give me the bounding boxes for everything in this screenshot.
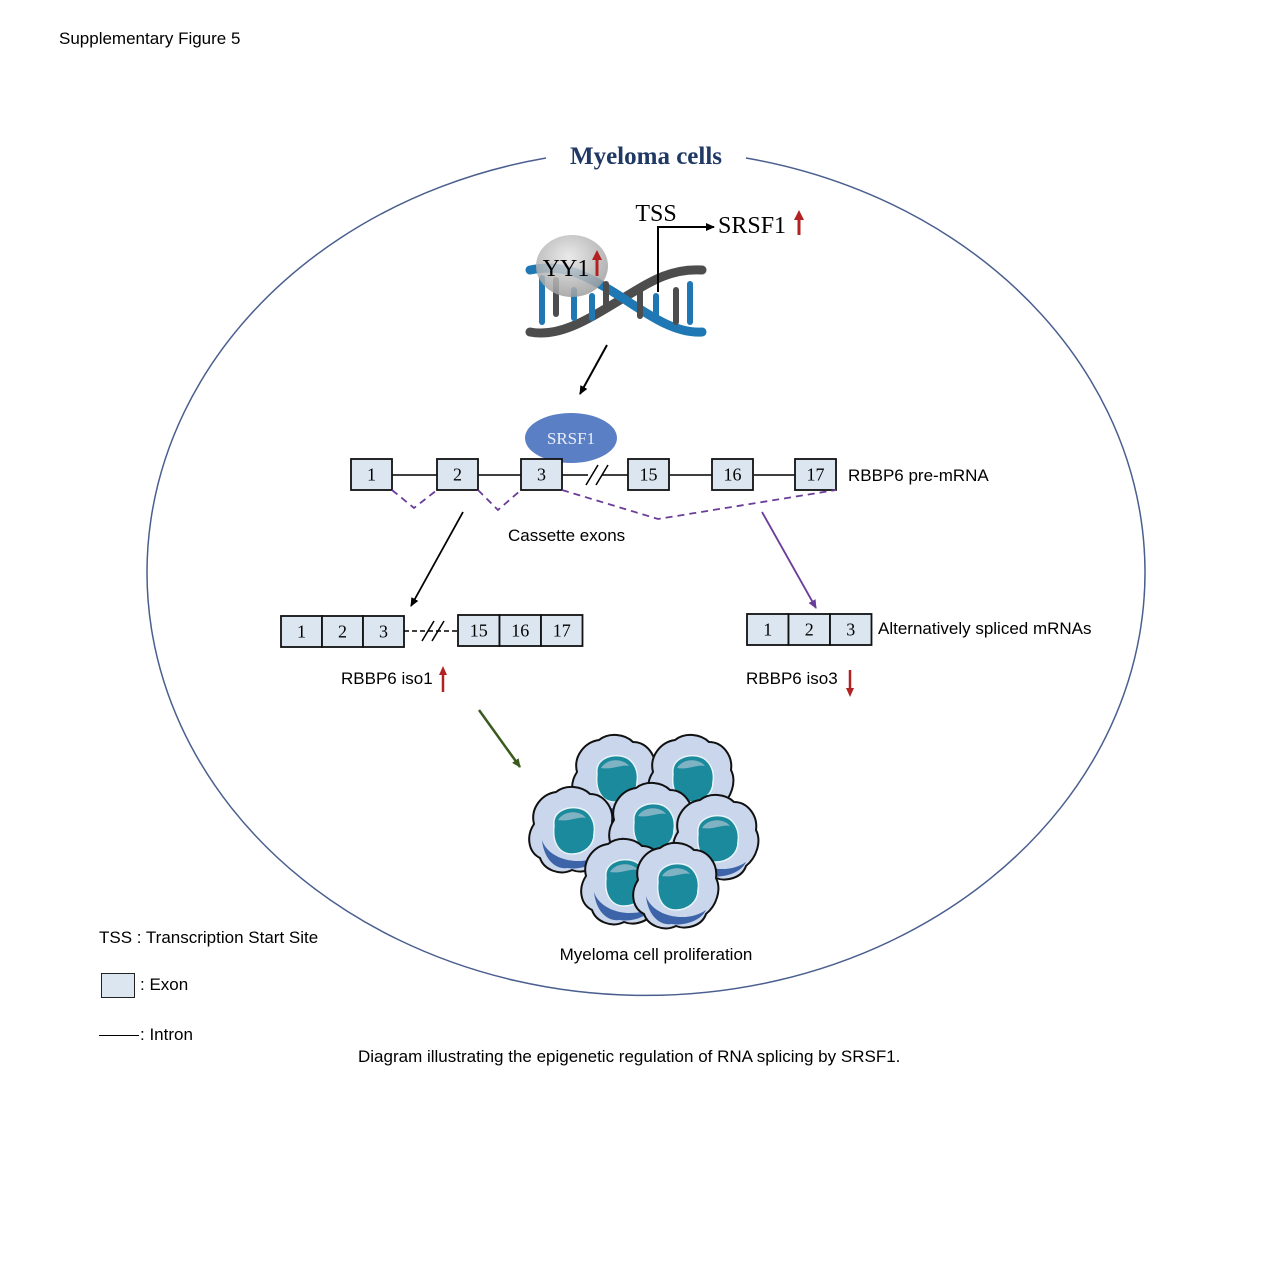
figure-caption: Diagram illustrating the epigenetic regu… <box>358 1047 901 1066</box>
iso1-exon: 17 <box>540 614 584 647</box>
proliferation-label: Myeloma cell proliferation <box>560 945 753 964</box>
pre-mrna <box>392 464 795 486</box>
iso1-junction <box>404 620 458 642</box>
iso3-exon: 2 <box>787 613 831 646</box>
exon-box <box>711 458 754 491</box>
iso3-arrow <box>761 511 817 609</box>
exon-box <box>746 613 790 646</box>
exon-number: 3 <box>379 622 388 642</box>
exon-number: 16 <box>724 465 742 485</box>
exon-number: 1 <box>297 622 306 642</box>
iso1-arrow <box>410 511 464 607</box>
iso1-exon: 3 <box>362 615 405 648</box>
yy1-up-arrow-icon <box>592 250 602 276</box>
exon-number: 17 <box>807 465 825 485</box>
tss-label: TSS <box>635 201 676 227</box>
pre-mrna-exon: 1 <box>350 458 393 491</box>
exon-number: 3 <box>537 465 546 485</box>
yy1-protein <box>536 235 608 297</box>
exon-box <box>540 614 584 647</box>
legend-intron-label: : Intron <box>140 1025 193 1044</box>
exon-number: 2 <box>338 622 347 642</box>
srsf1-gene-label: SRSF1 <box>718 213 786 239</box>
exon-number: 2 <box>805 620 814 640</box>
legend-exon-swatch <box>101 973 135 998</box>
exon-number: 1 <box>367 465 376 485</box>
exon-box <box>829 613 873 646</box>
transcription-arrow <box>579 344 608 395</box>
legend-exon-label: : Exon <box>140 975 189 994</box>
pre-mrna-exon: 15 <box>627 458 670 491</box>
pre-mrna-exon: 2 <box>436 458 479 491</box>
exon-number: 16 <box>511 621 529 641</box>
myeloma-cell-icon <box>632 841 720 930</box>
diagram-title: Myeloma cells <box>570 143 722 170</box>
iso3-exon: 3 <box>829 613 873 646</box>
exon-box <box>457 614 501 647</box>
exon-number: 3 <box>846 620 855 640</box>
pre-mrna-label: RBBP6 pre-mRNA <box>848 466 989 485</box>
iso1-exon: 2 <box>321 615 364 648</box>
iso1-exon: 15 <box>457 614 501 647</box>
alt-spliced-label: Alternatively spliced mRNAs <box>878 619 1092 638</box>
exon-box <box>794 458 837 491</box>
srsf1-up-arrow-icon <box>794 210 804 235</box>
legend-intron-swatch <box>99 1035 139 1036</box>
exon-number: 1 <box>763 620 772 640</box>
iso3-exon: 1 <box>746 613 790 646</box>
exon-number: 15 <box>470 621 488 641</box>
iso3-label: RBBP6 iso3 <box>746 669 838 688</box>
cell-boundary-ellipse <box>146 157 1146 997</box>
cassette-exons-label: Cassette exons <box>508 526 625 545</box>
iso1-exon: 16 <box>498 614 542 647</box>
exon-number: 2 <box>453 465 462 485</box>
splice-junctions <box>391 489 837 520</box>
figure-label: Supplementary Figure 5 <box>59 29 241 48</box>
exon-box <box>321 615 364 648</box>
pre-mrna-exon: 3 <box>520 458 563 491</box>
legend-tss: TSS : Transcription Start Site <box>99 928 319 947</box>
pre-mrna-exon: 16 <box>711 458 754 491</box>
yy1-label: YY1 <box>543 256 590 282</box>
exon-number: 17 <box>553 621 571 641</box>
exon-box <box>350 458 393 491</box>
myeloma-cells-cluster-icon <box>528 733 760 930</box>
srsf1-protein-label: SRSF1 <box>547 429 595 448</box>
exon-box <box>627 458 670 491</box>
srsf1-protein <box>525 413 617 463</box>
exon-box <box>436 458 479 491</box>
tss-arrow <box>657 223 715 292</box>
exon-box <box>362 615 405 648</box>
exon-box <box>498 614 542 647</box>
iso1-exon: 1 <box>280 615 323 648</box>
exon-box <box>520 458 563 491</box>
pre-mrna-exon: 17 <box>794 458 837 491</box>
iso1-label: RBBP6 iso1 <box>341 669 433 688</box>
iso3-down-arrow-icon <box>846 670 854 697</box>
exon-number: 15 <box>640 465 658 485</box>
proliferation-arrow <box>477 709 522 768</box>
iso1-up-arrow-icon <box>439 666 447 692</box>
